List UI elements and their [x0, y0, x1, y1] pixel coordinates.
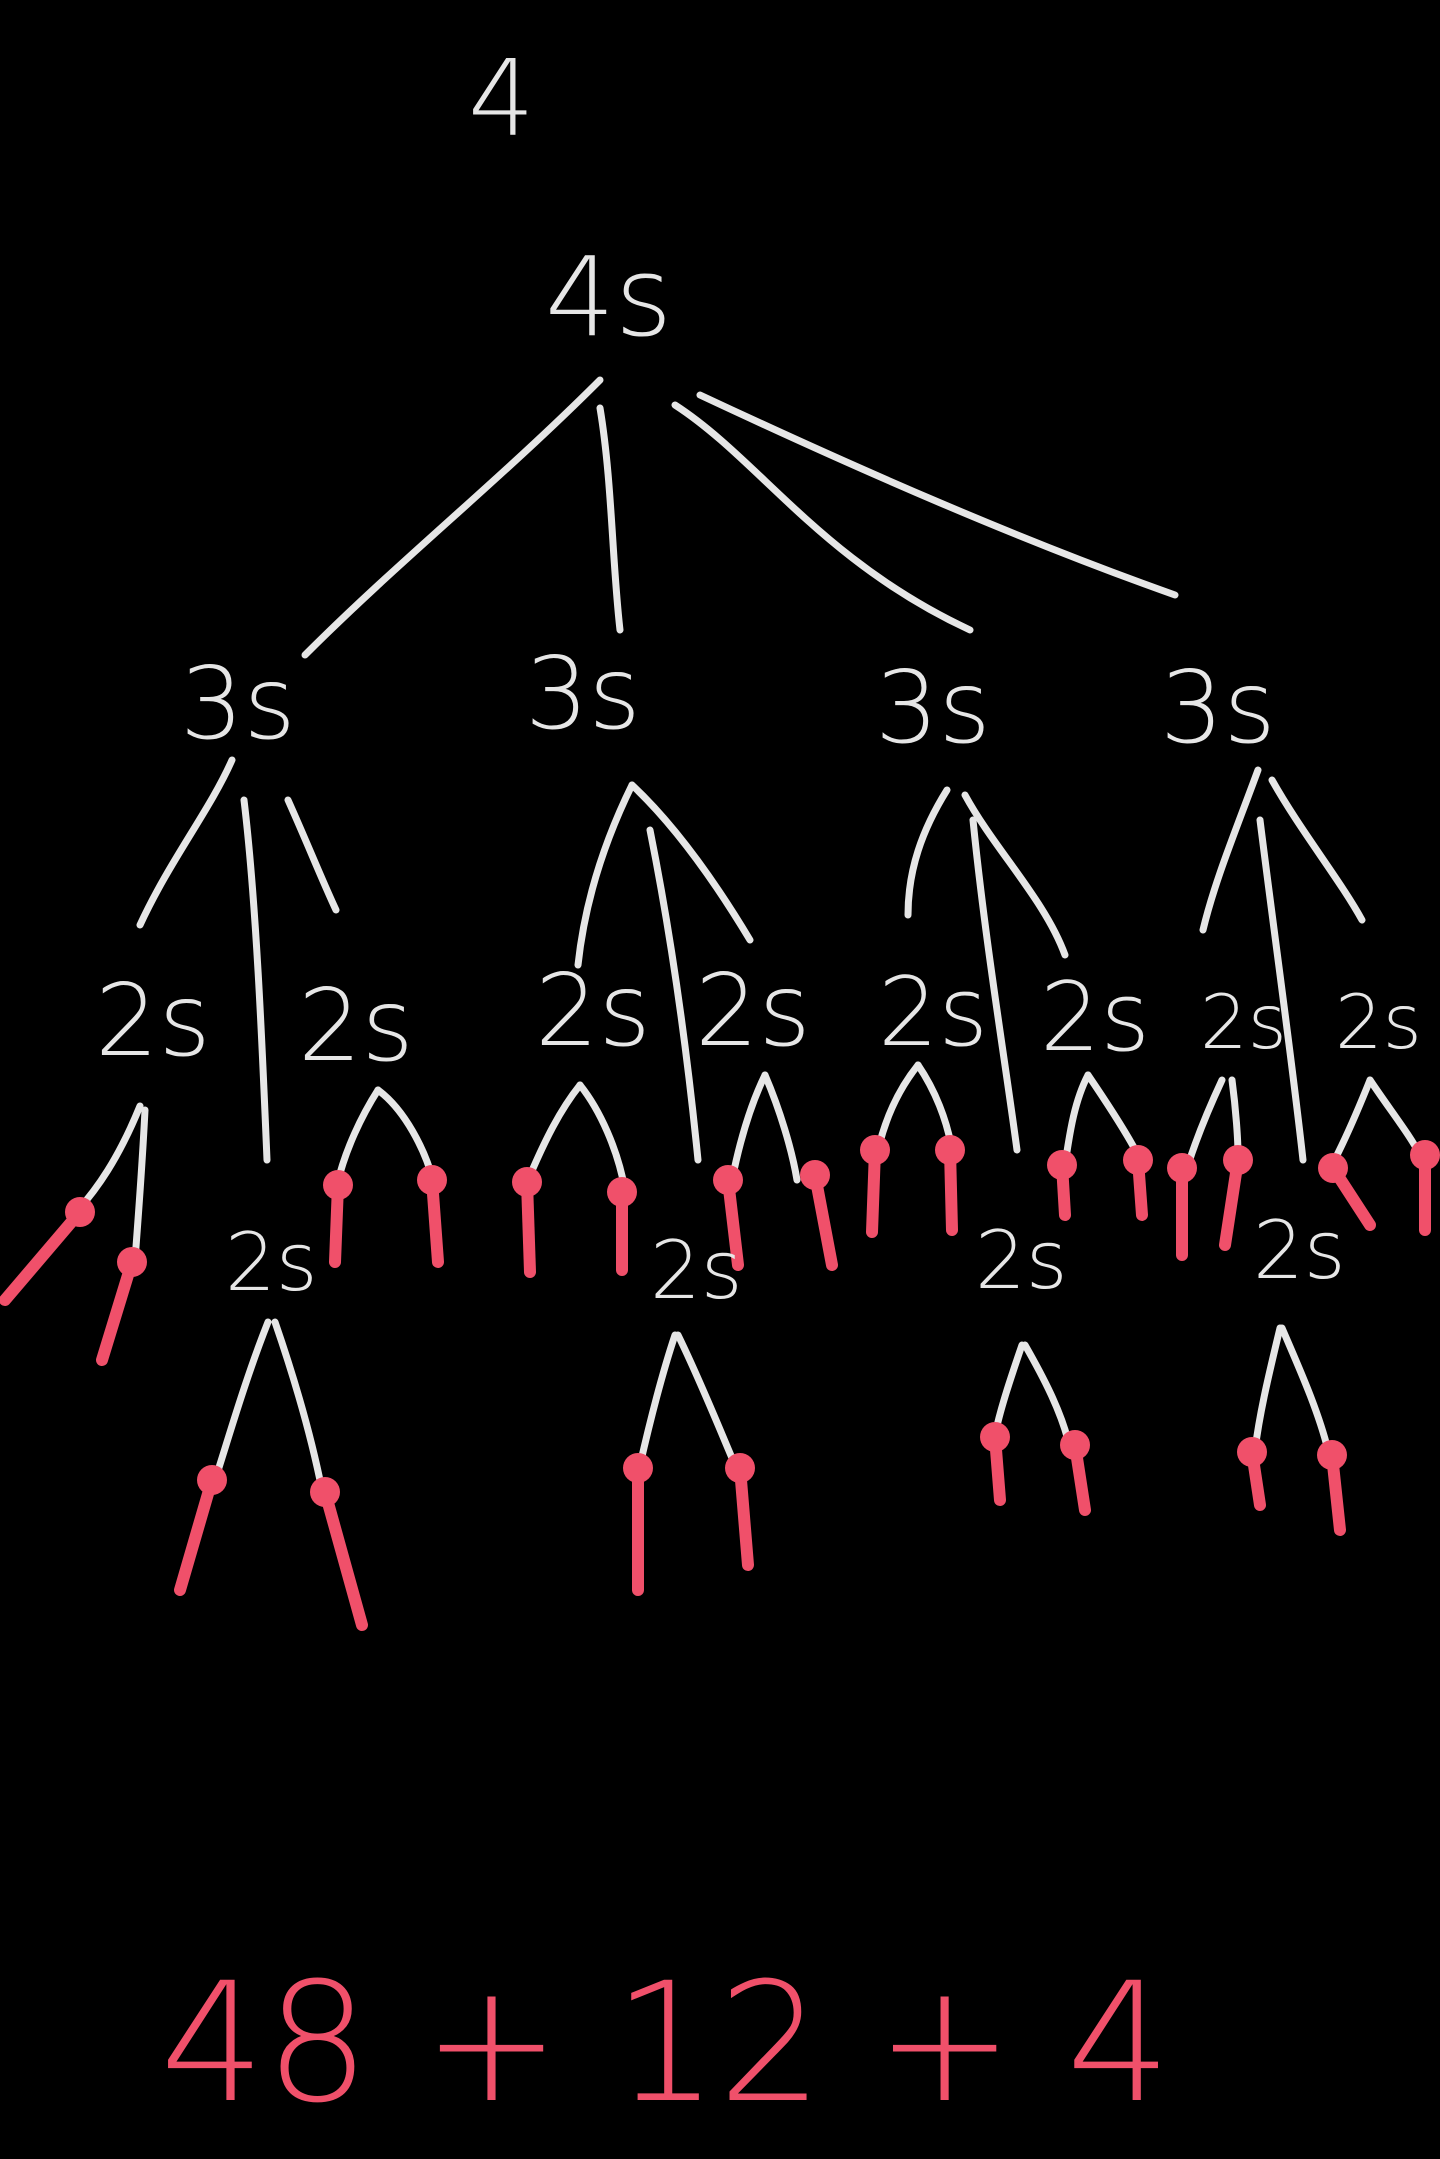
branch-c1: [904, 786, 951, 919]
leaf-dot: [725, 1453, 755, 1483]
branch-m2: [271, 1318, 326, 1494]
branch-l2: [1366, 1076, 1424, 1159]
branch-g1: [524, 1081, 584, 1184]
leaf-stroke: [0, 1206, 86, 1306]
branch-f2: [374, 1086, 437, 1184]
branch-f1: [333, 1086, 382, 1189]
leaf-dot: [800, 1160, 830, 1190]
leaf-dot: [1123, 1145, 1153, 1175]
branch-n1: [636, 1331, 679, 1469]
leaf-dot: [623, 1453, 653, 1483]
branch-o1: [991, 1341, 1026, 1439]
branch-j2: [1084, 1071, 1142, 1159]
leaf-dot: [860, 1135, 890, 1165]
leaf-dot: [1410, 1140, 1440, 1170]
level2-label: 2s: [1200, 978, 1287, 1066]
root-label: 4s: [545, 233, 672, 361]
level1-label: 3s: [525, 635, 641, 752]
branch-b2: [628, 781, 754, 944]
branch-o2: [1021, 1341, 1072, 1444]
branch-c3: [969, 816, 1021, 1154]
branch-root-1: [301, 376, 604, 659]
branch-h2: [761, 1071, 801, 1184]
branch-b3: [646, 826, 702, 1164]
leaf-dot: [323, 1170, 353, 1200]
branch-a3: [284, 796, 340, 914]
leaf-stroke: [174, 1474, 218, 1596]
leaf-dot: [1237, 1437, 1267, 1467]
leaf-dot: [1047, 1150, 1077, 1180]
lower-label: 2s: [975, 1214, 1068, 1307]
branch-d1: [1199, 766, 1262, 934]
level2-label: 2s: [535, 952, 651, 1069]
branch-a2: [240, 796, 271, 1164]
branch-b1: [574, 781, 636, 969]
leaf-dot: [1318, 1153, 1348, 1183]
leaf-stroke: [96, 1256, 138, 1366]
lower-label: 2s: [650, 1224, 743, 1317]
branch-p2: [1278, 1324, 1332, 1454]
branch-n2: [674, 1331, 739, 1469]
branch-d3: [1256, 816, 1307, 1164]
level2-label: 2s: [1040, 963, 1150, 1073]
branch-e2: [131, 1106, 149, 1264]
leaf-stroke: [319, 1486, 368, 1631]
branch-i1: [874, 1061, 922, 1154]
leaf-dot: [713, 1165, 743, 1195]
leaf-stroke: [809, 1169, 838, 1271]
leaf-dot: [1223, 1145, 1253, 1175]
branch-root-3: [671, 401, 974, 634]
leaf-dot: [607, 1177, 637, 1207]
lower-label: 2s: [1253, 1204, 1346, 1297]
branch-a1: [136, 756, 236, 929]
leaf-dot: [512, 1167, 542, 1197]
branch-k2: [1228, 1076, 1242, 1159]
leaf-dot: [117, 1247, 147, 1277]
leaf-dot: [1167, 1153, 1197, 1183]
branch-root-2: [596, 404, 624, 634]
branch-l1: [1328, 1076, 1374, 1169]
leaf-dot: [65, 1197, 95, 1227]
level2-label: 2s: [878, 958, 988, 1068]
top-value: 4: [468, 38, 535, 160]
leaf-dot: [1060, 1430, 1090, 1460]
branch-d2: [1268, 776, 1366, 924]
level2-label: 2s: [95, 962, 211, 1079]
branch-e1: [74, 1102, 144, 1214]
leaf-dot: [935, 1135, 965, 1165]
tree-branches: [74, 376, 1424, 1494]
branch-m1: [211, 1318, 272, 1484]
leaf-dot: [197, 1465, 227, 1495]
level2-label: 2s: [695, 952, 811, 1069]
branch-p1: [1251, 1324, 1284, 1454]
lower-label: 2s: [225, 1216, 318, 1309]
branch-g2: [576, 1081, 629, 1194]
leaf-stroke: [521, 1176, 536, 1278]
leaf-dot: [980, 1422, 1010, 1452]
branch-h1: [728, 1071, 769, 1184]
leaf-dot: [417, 1165, 447, 1195]
leaf-stroke: [734, 1462, 754, 1571]
sum-expression: 48 + 12 + 4: [160, 1947, 1171, 2139]
level2-label: 2s: [298, 967, 414, 1084]
level2-label: 2s: [1335, 978, 1422, 1066]
branch-k1: [1184, 1076, 1226, 1169]
leaf-dot: [1317, 1440, 1347, 1470]
branch-c2: [961, 791, 1069, 959]
level1-label: 3s: [1160, 649, 1276, 766]
level1-label: 3s: [875, 649, 991, 766]
level1-label: 3s: [180, 645, 296, 762]
leaf-marks: [0, 1135, 1440, 1631]
branch-root-4: [696, 391, 1179, 599]
leaf-dot: [310, 1477, 340, 1507]
